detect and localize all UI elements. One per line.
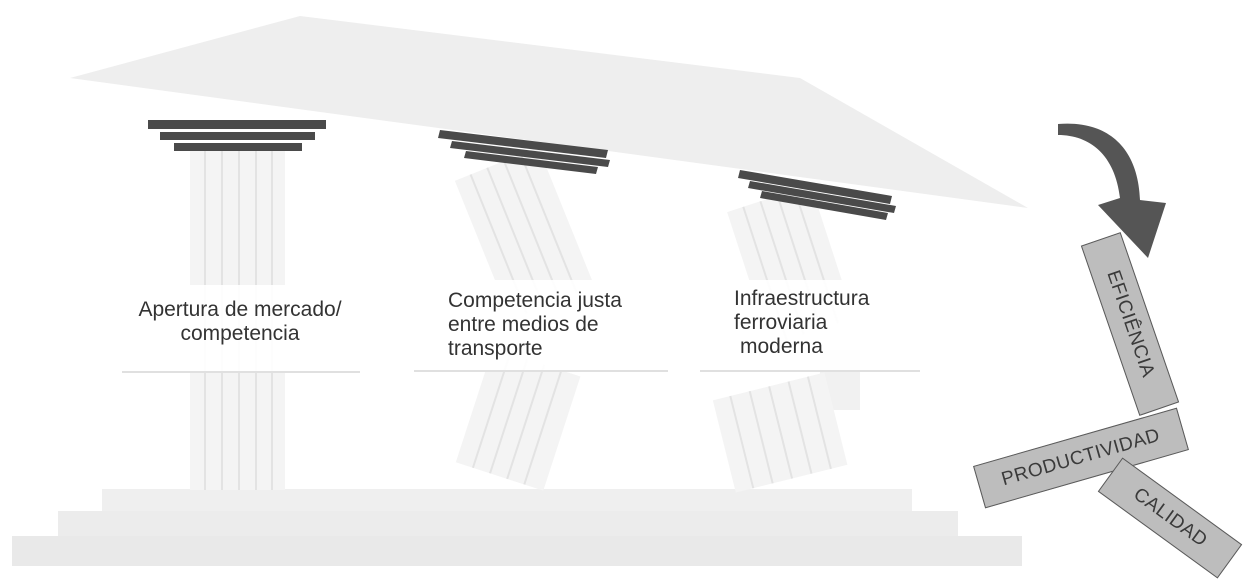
- curved-arrow-down-icon: [1058, 123, 1166, 258]
- pillar-2-label-line-1: Competencia justa: [448, 289, 622, 312]
- pillar-2-label: Competencia justa entre medios de transp…: [448, 289, 668, 361]
- pillar-2-label-panel: [410, 280, 672, 372]
- base-step-bottom: [12, 536, 1022, 566]
- base-step-top: [102, 489, 912, 513]
- pillar-1-label-line-2: competencia: [180, 322, 300, 345]
- pillar-2-label-line-3: transporte: [448, 337, 543, 360]
- pillar-1-label-panel: [118, 285, 362, 373]
- pillar-2-column: [454, 147, 595, 491]
- pillar-2-capital: [438, 130, 610, 174]
- pillar-1-capital: [148, 120, 326, 151]
- pillar-2-label-line-2: entre medios de: [448, 313, 599, 336]
- pillar-3-label: Infraestructura ferroviaria moderna: [734, 287, 924, 359]
- pillar-3-label-line-2: ferroviaria: [734, 311, 828, 334]
- base-step-middle: [58, 511, 958, 537]
- pillar-3-label-line-3: moderna: [740, 335, 823, 358]
- temple-base: [12, 489, 1022, 566]
- pillar-3-label-line-1: Infraestructura: [734, 287, 870, 310]
- temple-roof: [70, 16, 1028, 208]
- pillar-3-label-panel: [696, 280, 922, 372]
- pillar-1-label-line-1: Apertura de mercado/: [138, 298, 342, 321]
- pillar-1-label: Apertura de mercado/ competencia: [118, 298, 362, 346]
- pillar-3-capital: [738, 170, 896, 220]
